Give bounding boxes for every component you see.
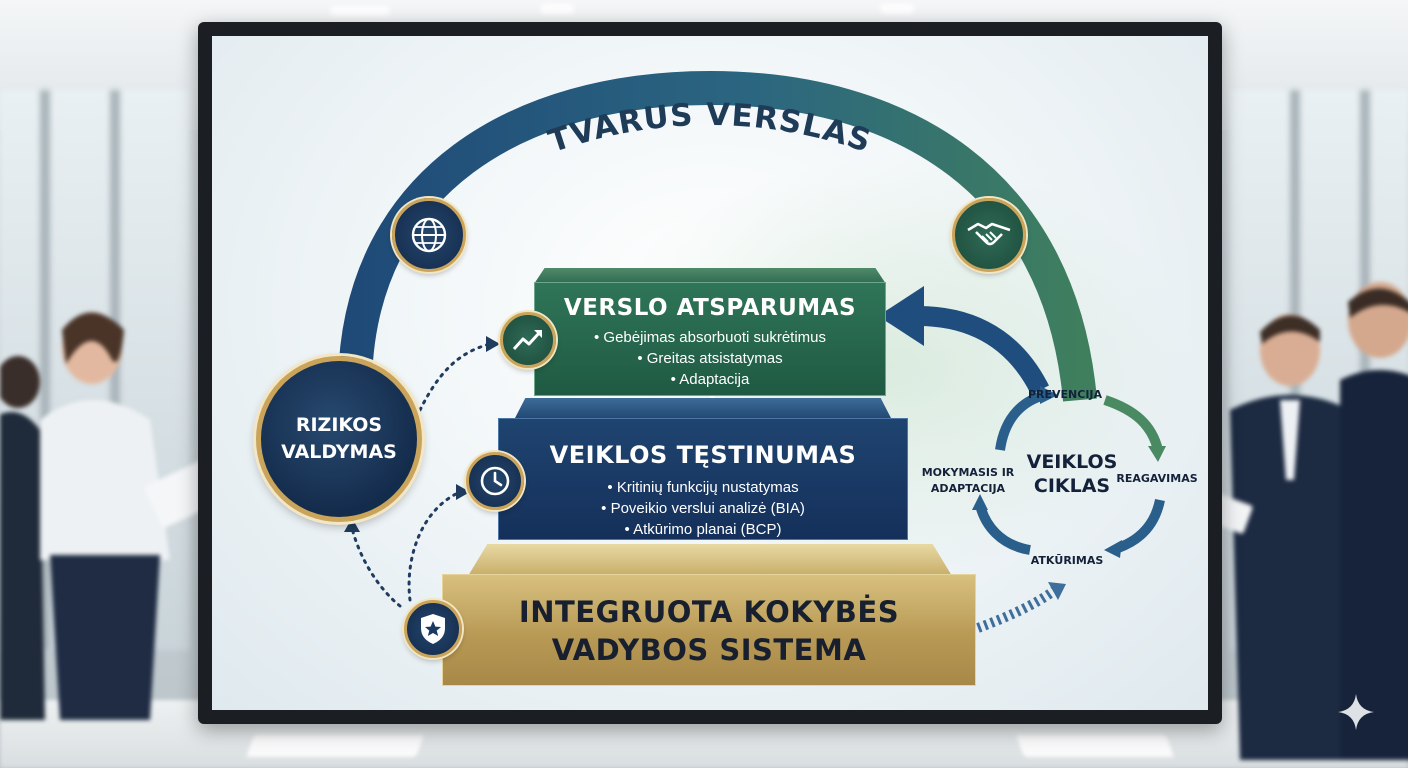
window-mullion: [1360, 90, 1370, 650]
cycle-arrow: [1103, 395, 1163, 452]
cycle-step-recovery: ATKŪRIMAS: [1030, 554, 1104, 567]
window-mullion: [40, 90, 50, 650]
list-item: Kritinių funkcijų nustatymas: [499, 477, 907, 498]
shield-star-icon: [421, 614, 445, 644]
shield-badge: [404, 600, 462, 658]
middle-block-face: [514, 398, 892, 420]
feedback-arrow-head: [878, 286, 924, 346]
handshake-icon: [967, 222, 1011, 246]
growth-badge: [500, 312, 556, 368]
risk-management-circle: RIZIKOS VALDYMAS: [256, 356, 422, 522]
cycle-step-learning: MOKYMASIS IR ADAPTACIJA: [921, 466, 1015, 495]
business-continuity-list: Kritinių funkcijų nustatymas Poveikio ve…: [499, 477, 907, 540]
dotted-connector: [350, 526, 402, 608]
dotted-connector: [407, 490, 462, 602]
ceiling-light: [540, 4, 574, 14]
list-item: Gebėjimas absorbuoti sukrėtimus: [535, 327, 885, 348]
business-resilience-block: VERSLO ATSPARUMAS Gebėjimas absorbuoti s…: [534, 282, 886, 396]
feedback-arrow: [917, 306, 1049, 395]
list-item: Greitas atsistatymas: [535, 348, 885, 369]
ceiling-light: [880, 4, 914, 14]
cycle-arrow: [1116, 498, 1165, 553]
integrated-quality-title-line2: VADYBOS SISTEMA: [551, 633, 867, 667]
sparkle-icon: [1338, 694, 1374, 730]
cycle-arrow: [975, 503, 1032, 555]
business-continuity-title: VEIKLOS TĘSTINUMAS: [549, 441, 857, 469]
clock-icon: [480, 466, 510, 496]
business-continuity-block: VEIKLOS TĘSTINUMAS Kritinių funkcijų nus…: [498, 418, 908, 540]
globe-badge: [392, 198, 466, 272]
flow-arrow: [976, 585, 1058, 633]
integrated-quality-system-block: INTEGRUOTA KOKYBĖS VADYBOS SISTEMA: [442, 574, 976, 686]
business-resilience-title: VERSLO ATSPARUMAS: [563, 295, 857, 321]
cycle-step-response: REAGAVIMAS: [1116, 472, 1198, 485]
cycle-step-prevention: PREVENCIJA: [1027, 388, 1103, 401]
cycle-arrow: [995, 390, 1047, 451]
risk-management-label: RIZIKOS VALDYMAS: [281, 414, 397, 463]
handshake-badge: [952, 198, 1026, 272]
list-item: Atkūrimo planai (BCP): [499, 519, 907, 540]
list-item: Adaptacija: [535, 369, 885, 390]
business-resilience-list: Gebėjimas absorbuoti sukrėtimus Greitas …: [535, 327, 885, 390]
list-item: Poveikio verslui analizė (BIA): [499, 498, 907, 519]
top-block-face: [534, 268, 886, 284]
globe-icon: [411, 217, 447, 253]
growth-chart-icon: [512, 330, 542, 351]
dotted-connector: [418, 342, 492, 412]
bottom-block-face: [468, 544, 952, 576]
business-cycle-title: VEIKLOS CIKLAS: [1026, 451, 1118, 497]
person-right: [1190, 282, 1408, 760]
clock-badge: [466, 452, 524, 510]
ceiling-light: [330, 6, 390, 16]
integrated-quality-title-line1: INTEGRUOTA KOKYBĖS: [518, 595, 900, 629]
